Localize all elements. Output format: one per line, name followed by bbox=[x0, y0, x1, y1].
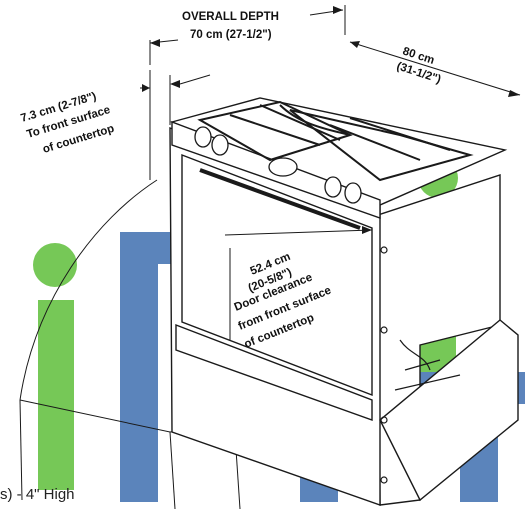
range-body bbox=[169, 97, 519, 506]
burner-grates bbox=[197, 100, 474, 182]
oven-handle bbox=[199, 168, 361, 230]
gas-fittings bbox=[380, 246, 461, 484]
control-knobs bbox=[194, 126, 362, 204]
watermark-dot bbox=[33, 243, 77, 287]
knob-center bbox=[268, 157, 298, 177]
storage-drawer bbox=[175, 323, 373, 421]
overall-depth-value: 70 cm (27-1/2") bbox=[190, 29, 272, 41]
knob bbox=[211, 134, 229, 156]
overall-depth-title: OVERALL DEPTH bbox=[182, 11, 279, 23]
knob bbox=[344, 182, 362, 204]
knob bbox=[324, 176, 342, 198]
knob bbox=[194, 126, 212, 148]
dimension-lines bbox=[140, 5, 521, 340]
footer-partial-note: s) - 4" High bbox=[0, 486, 75, 503]
watermark-bar bbox=[38, 300, 74, 490]
width-value-in: (31-1/2") bbox=[395, 60, 442, 86]
pedestal bbox=[379, 319, 519, 502]
arrowheads bbox=[142, 6, 520, 234]
watermark-bar bbox=[120, 232, 158, 502]
